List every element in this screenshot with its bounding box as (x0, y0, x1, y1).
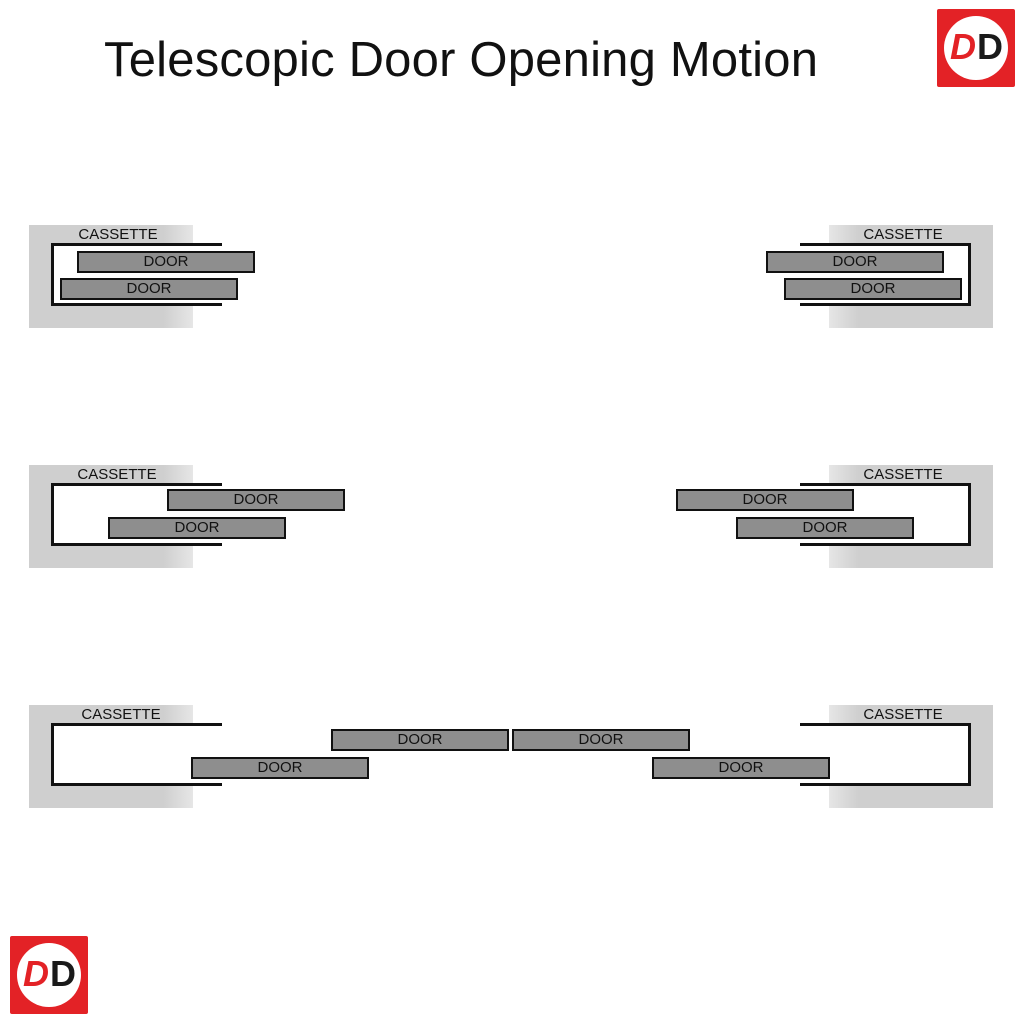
cassette-label: CASSETTE (81, 706, 161, 723)
door-panel: DOOR (766, 251, 944, 273)
cassette-frame (800, 723, 971, 786)
logo-letter-1: D (23, 953, 49, 994)
door-panel: DOOR (676, 489, 854, 511)
cassette-label: CASSETTE (77, 466, 157, 483)
dd-logo-top: D D (937, 9, 1015, 87)
page-title: Telescopic Door Opening Motion (104, 33, 819, 87)
door-panel: DOOR (512, 729, 690, 751)
door-panel: DOOR (77, 251, 255, 273)
door-panel: DOOR (652, 757, 830, 779)
door-panel: DOOR (736, 517, 914, 539)
door-panel: DOOR (191, 757, 369, 779)
logo-letter-2: D (977, 26, 1003, 67)
cassette-label: CASSETTE (863, 466, 943, 483)
logo-letter-2: D (50, 953, 76, 994)
door-panel: DOOR (331, 729, 509, 751)
door-panel: DOOR (167, 489, 345, 511)
door-panel: DOOR (60, 278, 238, 300)
dd-logo-bottom: D D (10, 936, 88, 1014)
logo-circle (17, 943, 81, 1007)
cassette-label: CASSETTE (863, 706, 943, 723)
cassette-label: CASSETTE (863, 226, 943, 243)
logo-circle (944, 16, 1008, 80)
cassette-label: CASSETTE (78, 226, 158, 243)
door-panel: DOOR (784, 278, 962, 300)
door-panel: DOOR (108, 517, 286, 539)
logo-letter-1: D (950, 26, 976, 67)
